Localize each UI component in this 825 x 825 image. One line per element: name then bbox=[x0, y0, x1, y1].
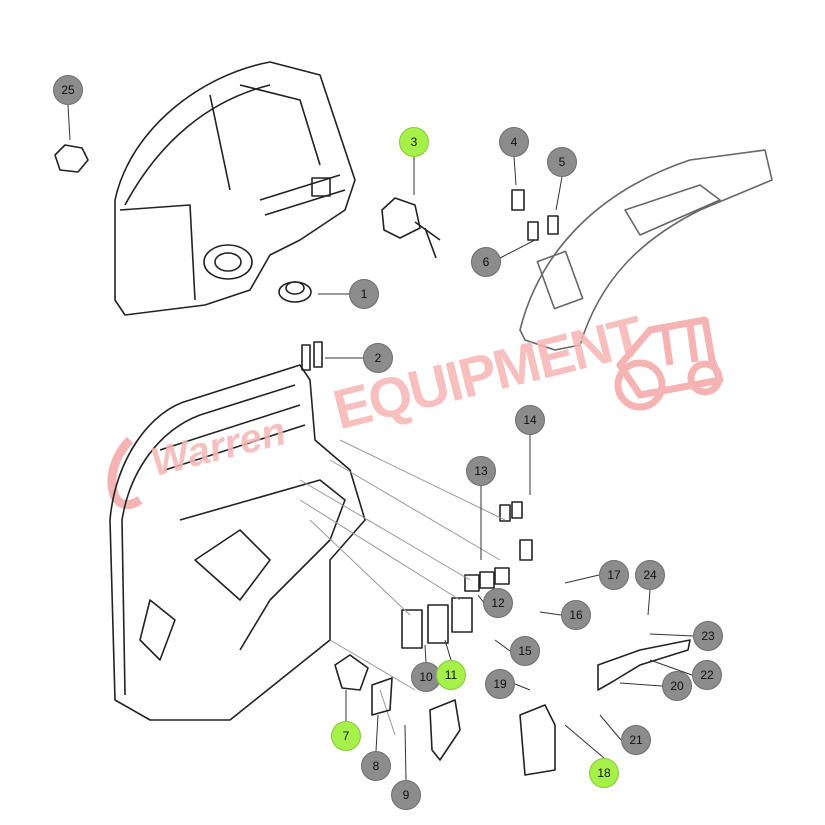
guide-lines bbox=[299, 439, 506, 736]
ignition-switch bbox=[381, 197, 441, 259]
main-panel bbox=[109, 341, 366, 721]
callout-20: 20 bbox=[662, 671, 692, 701]
callout-25: 25 bbox=[53, 75, 83, 105]
callout-24: 24 bbox=[635, 560, 665, 590]
dash-cover bbox=[114, 61, 356, 316]
callout-12: 12 bbox=[483, 588, 513, 618]
bracket-parts bbox=[334, 639, 691, 776]
tractor-watermark bbox=[107, 316, 724, 510]
callout-4: 4 bbox=[499, 127, 529, 157]
callout-13: 13 bbox=[466, 456, 496, 486]
callout-16: 16 bbox=[561, 600, 591, 630]
switches-4-5 bbox=[511, 189, 559, 241]
callout-23: 23 bbox=[693, 621, 723, 651]
callout-3: 3 bbox=[399, 127, 429, 157]
grommet bbox=[54, 144, 89, 173]
callout-22: 22 bbox=[692, 660, 722, 690]
callout-6: 6 bbox=[471, 247, 501, 277]
knob bbox=[278, 281, 312, 303]
side-console bbox=[519, 149, 773, 351]
callout-18: 18 bbox=[589, 758, 619, 788]
callout-21: 21 bbox=[621, 725, 651, 755]
leader-lines bbox=[67, 104, 694, 781]
callout-19: 19 bbox=[485, 669, 515, 699]
callout-14: 14 bbox=[515, 405, 545, 435]
callout-2: 2 bbox=[363, 343, 393, 373]
callout-9: 9 bbox=[391, 780, 421, 810]
callout-7: 7 bbox=[331, 721, 361, 751]
callout-17: 17 bbox=[599, 560, 629, 590]
callout-5: 5 bbox=[547, 147, 577, 177]
relays bbox=[401, 501, 533, 649]
callout-8: 8 bbox=[361, 751, 391, 781]
callout-11: 11 bbox=[436, 660, 466, 690]
callout-1: 1 bbox=[349, 279, 379, 309]
callout-10: 10 bbox=[411, 662, 441, 692]
callout-15: 15 bbox=[510, 636, 540, 666]
